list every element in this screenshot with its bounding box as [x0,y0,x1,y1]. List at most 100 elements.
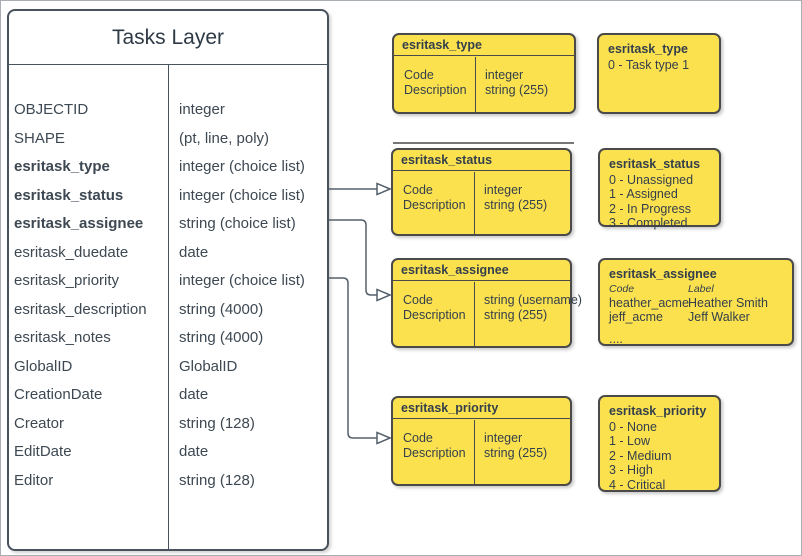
field-name: SHAPE [14,129,65,147]
valuebox-title: esritask_type [608,42,688,56]
assignee-label: Jeff Walker [688,310,750,324]
defbox-field-type: integer [484,430,523,445]
connector-priority [329,277,377,439]
assignee-table: Code Label heather_acme Heather Smith je… [609,283,786,325]
defbox-esritask-status: esritask_status Code Description integer… [391,148,572,236]
valuebox-title: esritask_status [609,157,701,171]
arrowhead-priority [376,431,392,445]
field-type: date [179,386,209,403]
defbox-body: Code Description integer string (255) [393,419,570,484]
assignee-col-header-label: Label [688,282,714,295]
defbox-title: esritask_status [393,150,570,171]
defbox-field-type: string (username) [484,292,582,307]
defbox-field-type: integer [484,182,523,197]
column-divider [474,171,475,234]
column-divider [168,64,169,549]
defbox-esritask-type: esritask_type Code Description integer s… [392,33,576,114]
field-name: esritask_assignee [14,215,144,232]
defbox-field-type: string (255) [484,197,548,212]
table-row: esritask_priority integer (choice list) [9,267,327,296]
defbox-title: esritask_type [394,35,574,56]
defbox-field-label: Code [404,67,434,82]
domain-value: 0 - Unassigned [609,172,694,187]
defbox-body: Code Description integer string (255) [394,56,574,112]
domain-value: 3 - Completed [609,216,688,230]
field-type: integer [179,101,225,118]
domain-value: 0 - None [609,419,657,434]
table-row: EditDate date [9,438,327,467]
arrowhead-assignee [376,288,392,302]
field-name: esritask_type [14,158,110,175]
valuebox-title: esritask_priority [609,404,707,418]
valuebox-title: esritask_assignee [609,267,717,281]
table-row: esritask_type integer (choice list) [9,153,327,182]
column-divider [474,419,475,484]
domain-value: 1 - Assigned [609,187,678,201]
valuebox-esritask-status: esritask_status 0 - Unassigned 1 - Assig… [598,148,721,230]
column-divider [474,281,475,346]
defbox-field-label: Description [403,307,466,322]
tasks-layer-title: Tasks Layer [111,26,225,49]
field-name: CreationDate [14,386,103,403]
field-name: esritask_description [14,300,147,318]
domain-value: 2 - Medium [609,448,672,463]
defbox-field-label: Description [403,445,466,460]
arrowhead-status [376,182,392,196]
defbox-field-type: integer [485,67,524,82]
field-type: integer (choice list) [179,158,305,175]
field-name: esritask_status [14,186,124,204]
field-type: (pt, line, poly) [179,129,270,147]
field-name: Creator [14,414,65,432]
field-name: esritask_priority [14,272,120,289]
field-name: OBJECTID [14,101,89,118]
domain-value: 1 - Low [609,434,650,448]
domain-value: 0 - Task type 1 [608,57,690,72]
valuebox-esritask-assignee: esritask_assignee Code Label heather_acm… [598,258,794,346]
field-type: integer (choice list) [179,272,305,289]
table-row: esritask_notes string (4000) [9,324,327,353]
table-row: SHAPE (pt, line, poly) [9,125,327,154]
field-type: integer (choice list) [179,186,305,204]
field-name: Editor [14,471,54,489]
domain-value: 3 - High [609,463,653,477]
defbox-title: esritask_assignee [393,260,570,281]
field-name: esritask_notes [14,329,111,346]
assignee-code: jeff_acme [609,310,663,324]
defbox-body: Code Description string (username) strin… [393,281,582,346]
defbox-field-label: Code [403,430,433,445]
domain-value: 2 - In Progress [609,201,691,216]
table-row: Creator string (128) [9,410,327,439]
defbox-field-label: Code [403,182,433,197]
tasks-layer-table: Tasks Layer OBJECTID integer SHAPE (pt, li… [7,9,329,551]
column-divider [475,56,476,112]
table-row: Editor string (128) [9,467,327,496]
field-list: OBJECTID integer SHAPE (pt, line, poly) es… [9,96,327,495]
valuebox-esritask-type: esritask_type 0 - Task type 1 [597,33,721,114]
domain-value: 4 - Critical [609,477,666,492]
assignee-code: heather_acme [609,295,689,310]
field-type: string (128) [179,471,255,489]
field-type: string (4000) [179,329,264,346]
assignee-col-header-code: Code [609,282,635,295]
defbox-esritask-assignee: esritask_assignee Code Description strin… [391,258,582,348]
assignee-label: Heather Smith [688,295,768,310]
defbox-field-type: string (255) [484,307,548,322]
field-type: string (4000) [179,300,264,318]
defbox-body: Code Description integer string (255) [393,171,570,234]
arrowheads [376,182,392,445]
field-type: GlobalID [179,357,238,375]
field-name: EditDate [14,443,72,460]
field-type: date [179,443,209,460]
valuebox-esritask-priority: esritask_priority 0 - None 1 - Low 2 - M… [598,395,721,492]
defbox-esritask-priority: esritask_priority Code Description integ… [391,396,572,486]
defbox-field-label: Description [404,82,467,97]
field-name: esritask_duedate [14,243,129,261]
field-type: string (128) [179,414,255,432]
table-row: GlobalID GlobalID [9,353,327,382]
assignee-more-indicator: .... [609,331,623,346]
table-row: OBJECTID integer [9,96,327,125]
field-name: GlobalID [14,357,73,375]
